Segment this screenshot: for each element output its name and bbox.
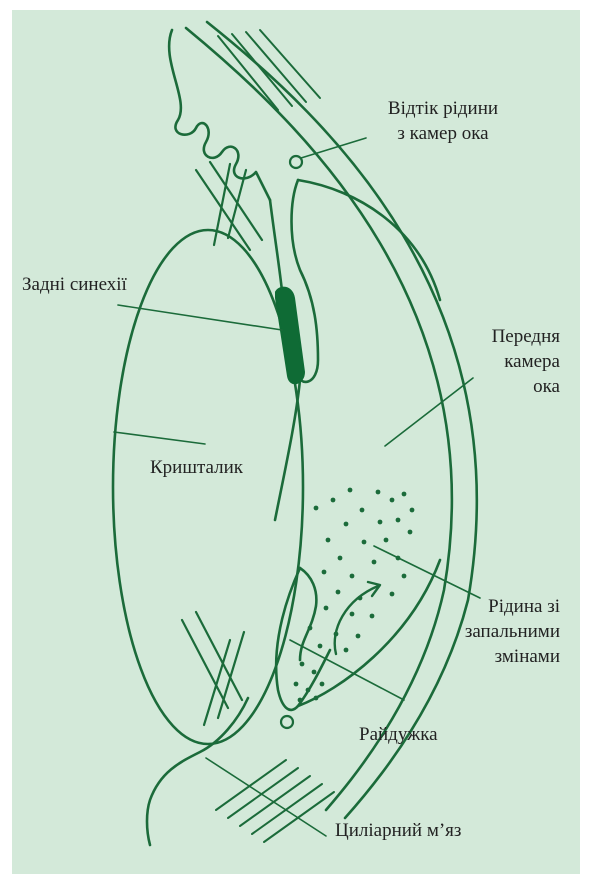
- lower-ciliary-body: [147, 698, 248, 845]
- lower-canal: [281, 716, 293, 728]
- label-outflow: Відтік рідини з камер ока: [368, 96, 518, 146]
- anterior-chamber-upper: [298, 180, 440, 300]
- label-posterior-synechiae: Задні синехії: [22, 272, 127, 297]
- label-ciliary-muscle: Циліарний м’яз: [335, 818, 461, 843]
- label-anterior-chamber: Передня камера ока: [460, 324, 560, 399]
- label-outflow-line2: з камер ока: [368, 121, 518, 146]
- outflow-canal: [290, 156, 302, 168]
- label-lens: Кришталик: [150, 455, 243, 480]
- label-inflammatory-fluid: Рідина зі запальними змінами: [448, 594, 560, 669]
- inflammatory-fluid-dots: [294, 488, 415, 703]
- label-fluid-line3: змінами: [448, 644, 560, 669]
- label-anterior-chamber-line2: камера: [460, 349, 560, 374]
- label-anterior-chamber-line3: ока: [460, 374, 560, 399]
- leader-synechiae: [118, 305, 282, 330]
- lower-zonules: [182, 612, 244, 725]
- label-anterior-chamber-line1: Передня: [460, 324, 560, 349]
- label-iris: Райдужка: [359, 722, 438, 747]
- label-fluid-line2: запальними: [448, 619, 560, 644]
- posterior-synechia: [276, 288, 304, 384]
- label-fluid-line1: Рідина зі: [448, 594, 560, 619]
- leader-lens: [114, 432, 205, 444]
- label-outflow-line1: Відтік рідини: [368, 96, 518, 121]
- lens-shape: [113, 230, 303, 744]
